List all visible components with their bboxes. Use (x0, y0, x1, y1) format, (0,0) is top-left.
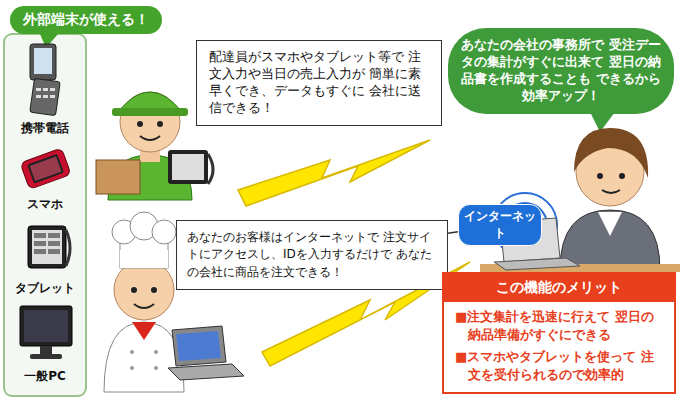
node-body: ■スマホやタブレットを使って 注文を受付られるので効率的 (444, 346, 674, 392)
monitor-icon (20, 306, 72, 359)
device-label: 一般PC (5, 368, 85, 385)
device-label: スマホ (5, 196, 85, 213)
device-label: タブレット (5, 280, 85, 297)
callout-bubble: 外部端末が使える！ (10, 6, 162, 34)
speech-bubble: あなたの会社の事務所で 受注データの集計がすぐに出来て 翌日の納品書を作成するこ… (448, 28, 674, 114)
text-box: あなたのお客様はインターネットで 注文サイトにアクセスし、IDを入力するだけで … (176, 220, 448, 290)
connector (448, 232, 458, 234)
chef (104, 212, 184, 392)
node-text: インターネット (463, 208, 537, 242)
node-text: あなたのお客様はインターネットで 注文サイトにアクセスし、IDを入力するだけで … (187, 229, 439, 281)
device-label: 携帯電話 (5, 120, 85, 137)
internet-pill: インターネット (458, 204, 542, 246)
tablet-icon (28, 226, 70, 268)
merit-box: この機能のメリット■注文集計を迅速に行えて 翌日の納品準備がすぐにできる■スマホ… (442, 272, 676, 394)
office-worker (480, 128, 680, 272)
smartphone-icon (20, 148, 71, 189)
node-text: 外部端末が使える！ (18, 11, 154, 29)
lightning-bolt (238, 140, 430, 206)
node-text: この機能のメリット (444, 274, 674, 302)
device-panel (4, 34, 86, 396)
node-text: 配達員がスマホやタブレット等で 注文入力や当日の売上入力が 簡単に素早くでき、デ… (209, 49, 433, 117)
node-body: ■注文集計を迅速に行えて 翌日の納品準備がすぐにできる (444, 302, 674, 346)
node-text: あなたの会社の事務所で 受注データの集計がすぐに出来て 翌日の納品書を作成するこ… (460, 37, 662, 105)
flip-phone-icon (30, 44, 60, 116)
laptop (168, 326, 244, 380)
text-box: 配達員がスマホやタブレット等で 注文入力や当日の売上入力が 簡単に素早くでき、デ… (196, 40, 442, 126)
